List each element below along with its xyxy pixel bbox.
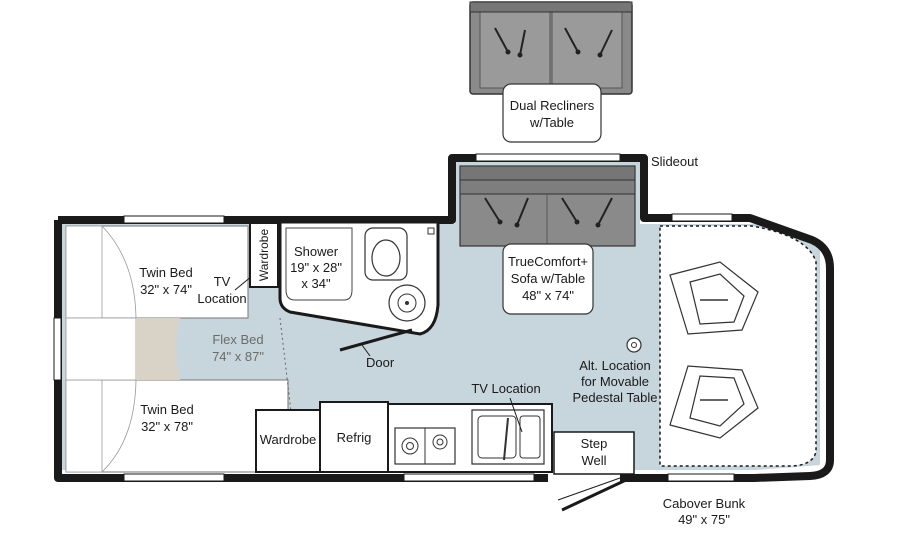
truecomfort-sofa: TrueComfort+ Sofa w/Table 48" x 74" bbox=[459, 165, 636, 315]
alt-location-label-1: Alt. Location bbox=[579, 358, 651, 373]
twin-bed-top-label-2: 32" x 74" bbox=[140, 282, 192, 297]
twin-bed-bottom-label-1: Twin Bed bbox=[140, 402, 193, 417]
tv-location-galley-label: TV Location bbox=[471, 381, 540, 396]
wardrobe-vertical-label: Wardrobe bbox=[257, 229, 271, 282]
bathroom bbox=[278, 220, 440, 336]
cabover-bunk-label-1: Cabover Bunk bbox=[663, 496, 746, 511]
wardrobe-vertical: Wardrobe bbox=[249, 222, 279, 288]
dual-recliners: Dual Recliners w/Table bbox=[469, 1, 633, 143]
tv-location-left-label-2: Location bbox=[197, 291, 246, 306]
door-label: Door bbox=[366, 355, 395, 370]
windows bbox=[53, 153, 735, 482]
cabover-bunk-label-2: 49" x 75" bbox=[678, 512, 730, 527]
entry-door bbox=[557, 477, 627, 512]
truecomfort-label-1: TrueComfort+ bbox=[508, 254, 588, 269]
cabover-bunk bbox=[659, 225, 817, 467]
slideout-label: Slideout bbox=[651, 154, 698, 169]
tv-location-left-label-1: TV bbox=[214, 274, 231, 289]
dual-recliners-label-2: w/Table bbox=[529, 115, 574, 130]
flex-bed-label-2: 74" x 87" bbox=[212, 349, 264, 364]
flex-bed-label-1: Flex Bed bbox=[212, 332, 263, 347]
truecomfort-label-3: 48" x 74" bbox=[522, 288, 574, 303]
galley bbox=[387, 403, 553, 473]
alt-location-label-3: Pedestal Table bbox=[572, 390, 657, 405]
alt-location-label-2: for Movable bbox=[581, 374, 649, 389]
step-well-label-2: Well bbox=[581, 453, 606, 468]
truecomfort-label-2: Sofa w/Table bbox=[511, 271, 585, 286]
wardrobe-bottom: Wardrobe bbox=[255, 409, 321, 473]
bedroom bbox=[65, 225, 293, 473]
shower-label-1: Shower bbox=[294, 244, 339, 259]
refrigerator: Refrig bbox=[319, 401, 389, 473]
pedestal-table-marker bbox=[626, 337, 642, 353]
refrig-label: Refrig bbox=[337, 430, 372, 445]
twin-bed-top-label-1: Twin Bed bbox=[139, 265, 192, 280]
step-well-label-1: Step bbox=[581, 436, 608, 451]
wardrobe-bottom-label: Wardrobe bbox=[260, 432, 317, 447]
shower-label-2: 19" x 28" bbox=[290, 260, 342, 275]
shower-label-3: x 34" bbox=[301, 276, 331, 291]
dual-recliners-label-1: Dual Recliners bbox=[510, 98, 595, 113]
bathroom-door bbox=[319, 317, 413, 352]
step-well: Step Well bbox=[553, 431, 635, 475]
twin-bed-bottom-label-2: 32" x 78" bbox=[141, 419, 193, 434]
